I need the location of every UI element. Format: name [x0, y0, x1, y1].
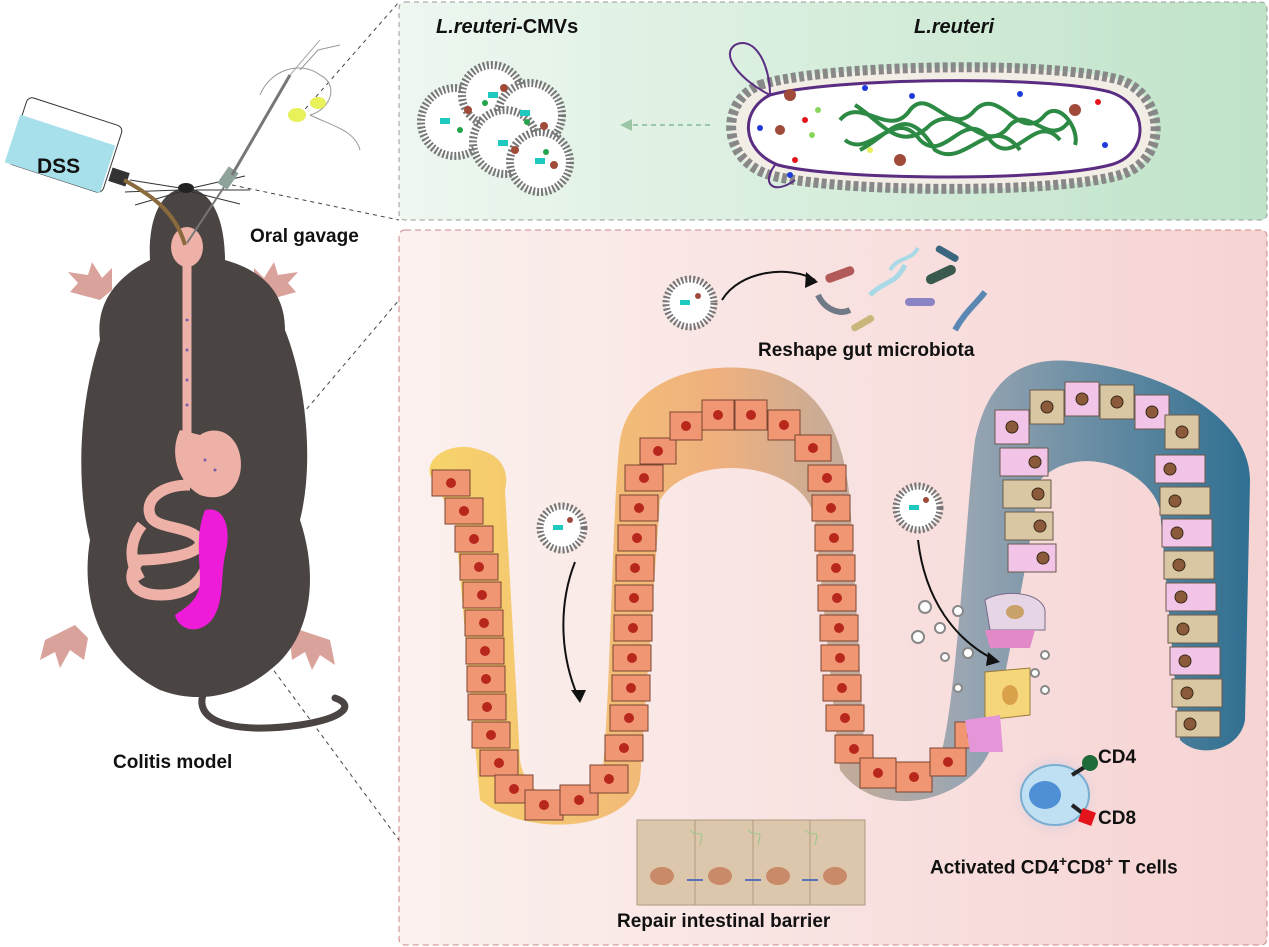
damaged-cells	[965, 592, 1046, 752]
cd8-marker	[1078, 808, 1096, 826]
bacterium-illustration	[726, 42, 1161, 194]
tcells-label: Activated CD4+CD8+ T cells	[930, 853, 1178, 879]
cd8-sup: +	[1105, 853, 1114, 869]
microbiota-label: Reshape gut microbiota	[758, 340, 975, 361]
microbiota-cmv	[662, 275, 718, 331]
nuclei-left	[446, 410, 977, 810]
tcells-label-a: Activated CD4	[930, 857, 1059, 879]
dss-bottle	[4, 97, 187, 246]
cmvs-title-italic: L.reuteri	[436, 16, 517, 38]
epithelial-cells-left	[431, 399, 990, 821]
barrier-cells	[636, 819, 866, 906]
cd4-marker	[1082, 755, 1098, 771]
gut-cmv-right	[892, 482, 944, 534]
tcells-label-c: T cells	[1118, 857, 1178, 879]
bacterium-title: L.reuteri	[914, 16, 995, 38]
t-cell	[1010, 750, 1100, 840]
dss-label: DSS	[37, 155, 81, 178]
zoom-lines	[231, 1, 400, 841]
mouse-illustration	[4, 39, 361, 732]
cd4-label: CD4	[1098, 747, 1137, 768]
cmvs-title-rest: -CMVs	[516, 16, 579, 38]
colitis-model-label: Colitis model	[113, 752, 233, 773]
barrier-label: Repair intestinal barrier	[617, 911, 831, 932]
inflamed-nuclei	[1005, 392, 1197, 731]
microbiota-group	[815, 245, 988, 332]
oral-gavage-label: Oral gavage	[250, 226, 359, 247]
cd8-label: CD8	[1098, 808, 1137, 829]
cmv-cluster	[417, 61, 574, 196]
small-vesicles	[911, 600, 1050, 695]
gut-cmv-left	[536, 502, 588, 554]
tcells-label-b: CD8	[1067, 857, 1106, 879]
cmvs-title: L.reuteri-CMVs	[436, 16, 578, 39]
cd4-sup: +	[1058, 853, 1068, 869]
inflamed-colon	[175, 509, 228, 630]
